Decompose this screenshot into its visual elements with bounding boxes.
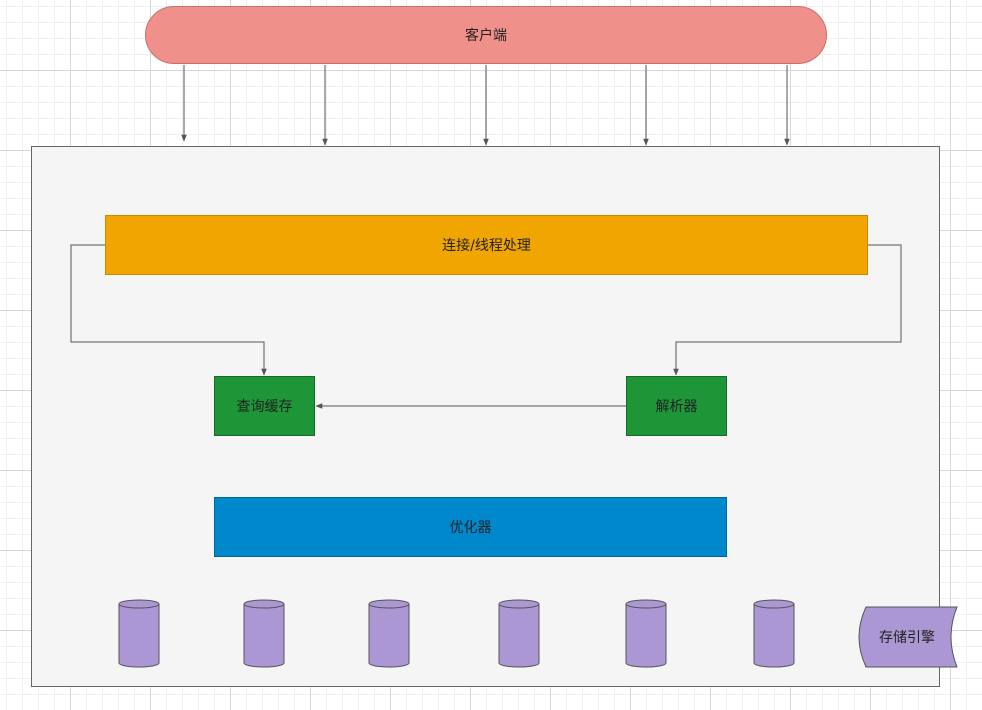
conn-to-cache-arrow xyxy=(70,244,267,376)
conn-to-parser-arrow xyxy=(673,244,902,376)
storage-cylinder[interactable] xyxy=(118,599,160,668)
storage-cylinder[interactable] xyxy=(753,599,795,668)
client-label: 客户端 xyxy=(465,28,507,44)
connection-label: 连接/线程处理 xyxy=(442,238,531,254)
storage-engine-shape[interactable] xyxy=(858,606,958,668)
optimizer-label: 优化器 xyxy=(449,520,492,536)
storage-cylinder[interactable] xyxy=(243,599,285,668)
query-cache-label: 查询缓存 xyxy=(236,399,293,415)
connection-node[interactable]: 连接/线程处理 xyxy=(105,215,868,275)
parser-node[interactable]: 解析器 xyxy=(626,376,727,436)
storage-cylinder[interactable] xyxy=(625,599,667,668)
storage-cylinder[interactable] xyxy=(368,599,410,668)
query-cache-node[interactable]: 查询缓存 xyxy=(214,376,315,436)
storage-engine-label: 存储引擎 xyxy=(879,630,935,646)
storage-cylinder[interactable] xyxy=(498,599,540,668)
parser-label: 解析器 xyxy=(655,399,698,415)
client-node[interactable]: 客户端 xyxy=(145,6,827,64)
optimizer-node[interactable]: 优化器 xyxy=(214,497,727,557)
